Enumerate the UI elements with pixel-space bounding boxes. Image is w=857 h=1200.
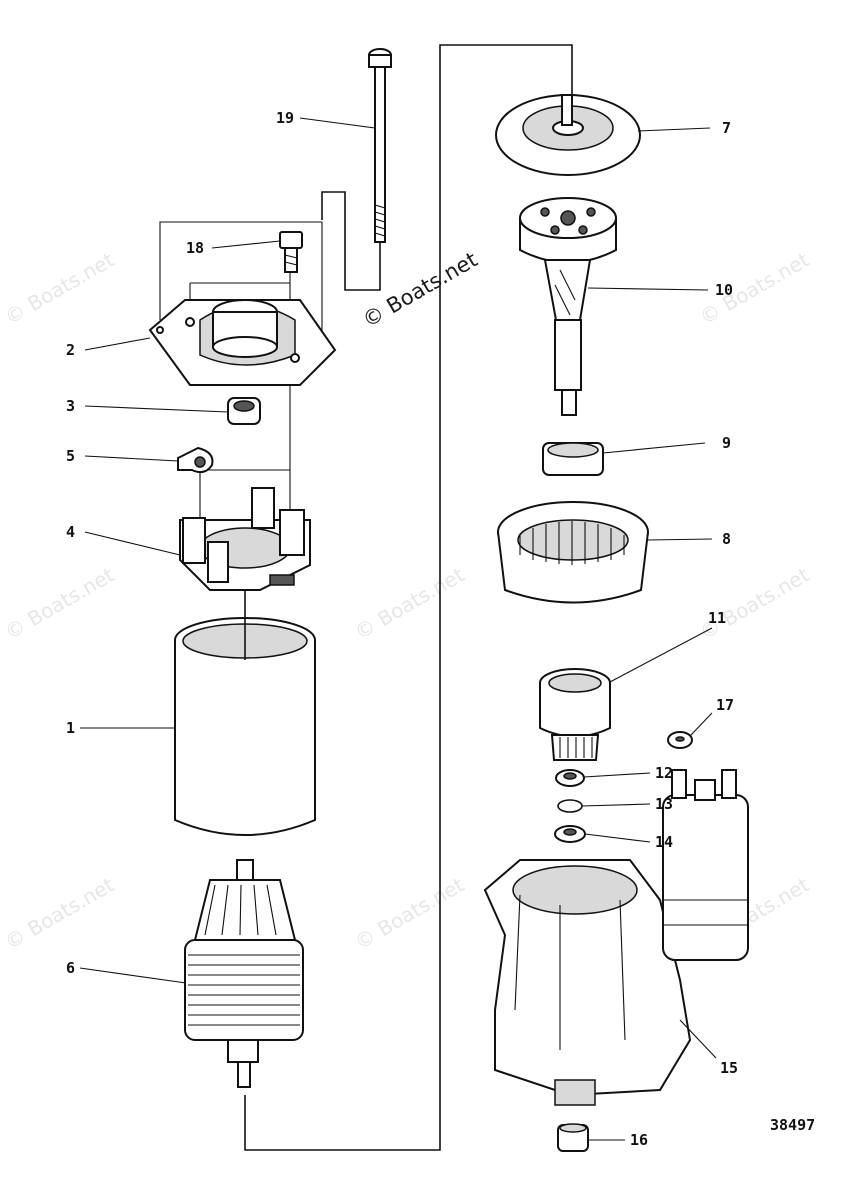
- callout-9: 9: [722, 434, 731, 452]
- assembly-connection-line: [244, 44, 573, 1151]
- drive-pinion: [539, 668, 611, 761]
- watermark: © Boats.net: [696, 247, 814, 329]
- drive-end-plate: [495, 94, 641, 176]
- end-cover: [148, 299, 337, 386]
- callout-3: 3: [66, 397, 75, 415]
- drive-housing: [483, 859, 692, 1106]
- callout-14: 14: [655, 833, 673, 851]
- callout-17: 17: [716, 696, 734, 714]
- callout-12: 12: [655, 764, 673, 782]
- terminal-nut: [667, 731, 693, 749]
- watermark: © Boats.net: [351, 562, 469, 644]
- bearing-large: [542, 442, 604, 476]
- bolt-alignment-line: [321, 191, 381, 291]
- callout-4: 4: [66, 523, 75, 541]
- callout-labels: 19 18 2 3 5 4 1 6 7 10 9 8 11 12 13 14 1…: [66, 109, 738, 1149]
- bushing: [557, 1123, 589, 1152]
- watermark: © Boats.net: [696, 562, 814, 644]
- cover-screw: [279, 231, 303, 273]
- retaining-ring: [557, 799, 583, 813]
- callout-8: 8: [722, 530, 731, 548]
- through-bolt: [368, 48, 392, 243]
- callout-6: 6: [66, 959, 75, 977]
- cover-alignment-bracket: [159, 221, 323, 335]
- stop-collar: [555, 769, 585, 787]
- brush-clip: [177, 446, 214, 474]
- callout-5: 5: [66, 447, 75, 465]
- armature: [184, 859, 304, 1088]
- callout-7: 7: [722, 119, 731, 137]
- thrust-collar: [554, 825, 586, 843]
- field-housing: [174, 590, 316, 836]
- callout-16: 16: [630, 1131, 648, 1149]
- callout-13: 13: [655, 795, 673, 813]
- watermark: © Boats.net: [1, 562, 119, 644]
- watermark: © Boats.net: [1, 247, 119, 329]
- planet-gear-shaft: [519, 197, 617, 416]
- callout-1: 1: [66, 719, 75, 737]
- callout-2: 2: [66, 341, 75, 359]
- figure-number: 38497: [770, 1116, 815, 1134]
- watermark: © Boats.net: [351, 872, 469, 954]
- bearing-small: [227, 397, 261, 425]
- solenoid: [662, 769, 749, 961]
- callout-15: 15: [720, 1059, 738, 1077]
- watermark: © Boats.net: [1, 872, 119, 954]
- brush-holder: [179, 487, 311, 591]
- callout-10: 10: [715, 281, 733, 299]
- callout-18: 18: [186, 239, 204, 257]
- callout-11: 11: [708, 609, 726, 627]
- leader-lines: [79, 117, 717, 1141]
- callout-19: 19: [276, 109, 294, 127]
- ring-gear: [497, 501, 649, 604]
